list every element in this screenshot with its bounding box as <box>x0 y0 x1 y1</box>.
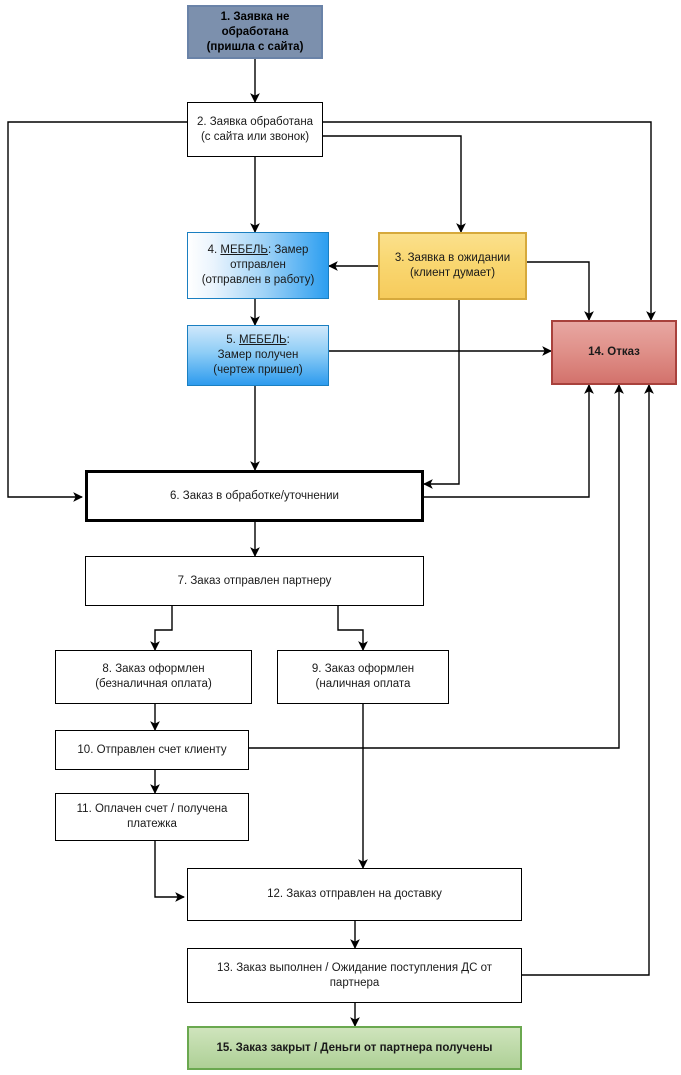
node-7-label: 7. Заказ отправлен партнеру <box>177 574 332 587</box>
node-1-request-unprocessed[interactable]: 1. Заявка не обработана (пришла с сайта) <box>187 5 323 59</box>
node-9-order-cash[interactable]: 9. Заказ оформлен (наличная оплата <box>277 650 449 704</box>
node-13-line-2: партнера <box>329 976 380 989</box>
node-5-measure-received[interactable]: 5. МЕБЕЛЬ: Замер получен (чертеж пришел) <box>187 325 329 386</box>
node-1-line-2: обработана <box>221 25 289 38</box>
node-2-line-2: (с сайта или звонок) <box>200 130 310 143</box>
node-8-line-2: (безналичная оплата) <box>95 678 212 690</box>
node-4-number: 4. <box>207 244 221 256</box>
edge-n2-n6 <box>7 121 187 502</box>
node-3-line-1: 3. Заявка в ожидании <box>394 252 511 264</box>
node-9-line-1: 9. Заказ оформлен <box>311 663 415 675</box>
node-8-order-cashless[interactable]: 8. Заказ оформлен (безналичная оплата) <box>55 650 252 704</box>
node-7-order-sent-to-partner[interactable]: 7. Заказ отправлен партнеру <box>85 556 424 606</box>
edge-n3-n14 <box>527 261 594 321</box>
edge-n7-n8 <box>150 606 173 651</box>
node-2-line-1: 2. Заявка обработана <box>196 115 314 128</box>
node-3-line-2: (клиент думает) <box>409 267 496 279</box>
node-11-line-2: платежка <box>127 818 177 830</box>
node-5-emphasis: МЕБЕЛЬ <box>239 334 287 346</box>
node-8-line-1: 8. Заказ оформлен <box>102 663 205 675</box>
node-4-line-2: отправлен <box>230 259 286 271</box>
node-15-order-closed[interactable]: 15. Заказ закрыт / Деньги от партнера по… <box>187 1026 522 1070</box>
edge-n3-n6 <box>423 300 460 489</box>
node-1-line-3: (пришла с сайта) <box>206 40 304 53</box>
node-4-line-3: (отправлен в работу) <box>201 274 315 286</box>
node-11-invoice-paid[interactable]: 11. Оплачен счет / получена платежка <box>55 793 249 841</box>
edge-n7-n9 <box>337 606 368 651</box>
node-15-label: 15. Заказ закрыт / Деньги от партнера по… <box>216 1041 493 1054</box>
node-4-measure-sent[interactable]: 4. МЕБЕЛЬ: Замер отправлен (отправлен в … <box>187 232 329 299</box>
node-6-label: 6. Заказ в обработке/уточнении <box>170 489 339 502</box>
node-4-emphasis: МЕБЕЛЬ <box>220 244 268 256</box>
node-10-invoice-sent[interactable]: 10. Отправлен счет клиенту <box>55 730 249 770</box>
node-9-line-2: (наличная оплата <box>315 678 411 690</box>
node-10-label: 10. Отправлен счет клиенту <box>77 743 227 756</box>
node-2-request-processed[interactable]: 2. Заявка обработана (с сайта или звонок… <box>187 102 323 157</box>
node-12-order-shipped[interactable]: 12. Заказ отправлен на доставку <box>187 868 522 921</box>
edge-n6-n14 <box>424 384 594 498</box>
node-14-rejected[interactable]: 14. Отказ <box>551 320 677 385</box>
node-1-line-1: 1. Заявка не <box>220 10 290 23</box>
node-11-line-1: 11. Оплачен счет / получена <box>76 803 228 815</box>
node-14-label: 14. Отказ <box>588 346 640 358</box>
node-12-label: 12. Заказ отправлен на доставку <box>267 888 442 900</box>
edge-n13-n14 <box>522 384 654 976</box>
node-4-rest: : Замер <box>267 244 309 256</box>
node-13-line-1: 13. Заказ выполнен / Ожидание поступлени… <box>217 961 492 974</box>
node-6-order-in-processing[interactable]: 6. Заказ в обработке/уточнении <box>85 470 424 522</box>
edge-n2-n3 <box>323 135 466 233</box>
node-3-request-waiting[interactable]: 3. Заявка в ожидании (клиент думает) <box>378 232 527 300</box>
node-5-rest: : <box>286 334 290 346</box>
edge-n11-n12 <box>154 841 185 902</box>
node-5-line-2: Замер получен <box>217 349 299 361</box>
node-5-line-3: (чертеж пришел) <box>213 364 303 376</box>
node-5-number: 5. <box>226 334 240 346</box>
node-13-order-completed[interactable]: 13. Заказ выполнен / Ожидание поступлени… <box>187 948 522 1003</box>
